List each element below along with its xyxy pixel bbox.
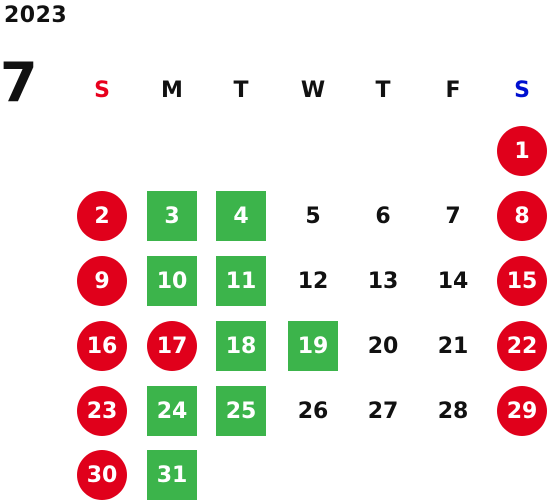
year-label: 2023	[4, 3, 68, 28]
weekday-sun: S	[94, 78, 110, 103]
day-12[interactable]: 12	[297, 268, 329, 294]
day-6[interactable]: 6	[375, 203, 391, 229]
weekday-fri: F	[445, 78, 461, 103]
day-1[interactable]: 1	[497, 126, 547, 176]
day-7[interactable]: 7	[445, 203, 461, 229]
day-11[interactable]: 11	[216, 256, 266, 306]
day-17[interactable]: 17	[147, 321, 197, 371]
day-9[interactable]: 9	[77, 256, 127, 306]
day-18[interactable]: 18	[216, 321, 266, 371]
day-3[interactable]: 3	[147, 191, 197, 241]
day-31[interactable]: 31	[147, 450, 197, 500]
day-20[interactable]: 20	[367, 333, 399, 359]
month-label: 7	[0, 51, 38, 114]
weekday-thu: T	[375, 78, 391, 103]
day-13[interactable]: 13	[367, 268, 399, 294]
day-25[interactable]: 25	[216, 386, 266, 436]
day-21[interactable]: 21	[437, 333, 469, 359]
day-5[interactable]: 5	[305, 203, 321, 229]
day-26[interactable]: 26	[297, 398, 329, 424]
day-24[interactable]: 24	[147, 386, 197, 436]
day-28[interactable]: 28	[437, 398, 469, 424]
day-27[interactable]: 27	[367, 398, 399, 424]
day-4[interactable]: 4	[216, 191, 266, 241]
day-19[interactable]: 19	[288, 321, 338, 371]
weekday-wed: W	[300, 78, 326, 103]
day-8[interactable]: 8	[497, 191, 547, 241]
day-29[interactable]: 29	[497, 386, 547, 436]
weekday-tue: T	[233, 78, 249, 103]
day-23[interactable]: 23	[77, 386, 127, 436]
weekday-sat: S	[514, 78, 530, 103]
day-30[interactable]: 30	[77, 450, 127, 500]
day-14[interactable]: 14	[437, 268, 469, 294]
day-15[interactable]: 15	[497, 256, 547, 306]
day-22[interactable]: 22	[497, 321, 547, 371]
day-16[interactable]: 16	[77, 321, 127, 371]
day-2[interactable]: 2	[77, 191, 127, 241]
day-10[interactable]: 10	[147, 256, 197, 306]
weekday-mon: M	[161, 78, 183, 103]
